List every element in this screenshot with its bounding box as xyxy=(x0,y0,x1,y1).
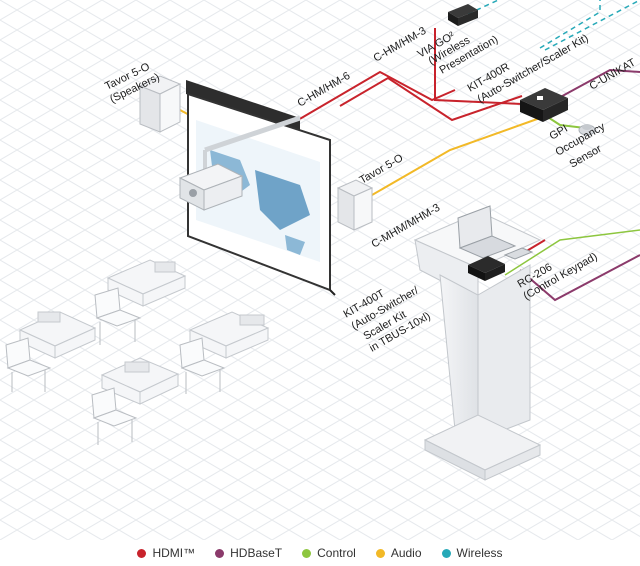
legend-dot-control xyxy=(302,548,312,558)
legend-dot-wireless xyxy=(441,548,451,558)
legend-label-audio: Audio xyxy=(390,546,422,560)
legend-item-control: Control xyxy=(302,546,356,560)
legend-item-hdmi: HDMI™ xyxy=(137,546,195,560)
student-chairs xyxy=(5,287,226,445)
podium xyxy=(413,205,542,481)
hdbaset-cable xyxy=(519,68,640,302)
legend-label-wireless: Wireless xyxy=(456,546,503,560)
control-cable-2 xyxy=(504,229,640,276)
legend-item-audio: Audio xyxy=(375,546,422,560)
legend-item-wireless: Wireless xyxy=(441,546,503,560)
legend-label-control: Control xyxy=(317,546,356,560)
legend-label-hdbaset: HDBaseT xyxy=(230,546,283,560)
legend-dot-hdbaset xyxy=(215,548,225,558)
kit400r-device xyxy=(520,88,568,122)
legend-dot-hdmi xyxy=(137,548,147,558)
occupancy-sensor xyxy=(578,124,596,136)
projector xyxy=(178,115,301,211)
speaker-left xyxy=(138,75,182,133)
legend: HDMI™ HDBaseT Control Audio Wireless xyxy=(0,540,640,566)
legend-label-hdmi: HDMI™ xyxy=(152,546,196,560)
legend-dot-audio xyxy=(375,548,385,558)
speaker-right xyxy=(336,179,374,231)
student-desks xyxy=(18,259,270,405)
legend-item-hdbaset: HDBaseT xyxy=(215,546,282,560)
via-go-device xyxy=(448,4,478,26)
